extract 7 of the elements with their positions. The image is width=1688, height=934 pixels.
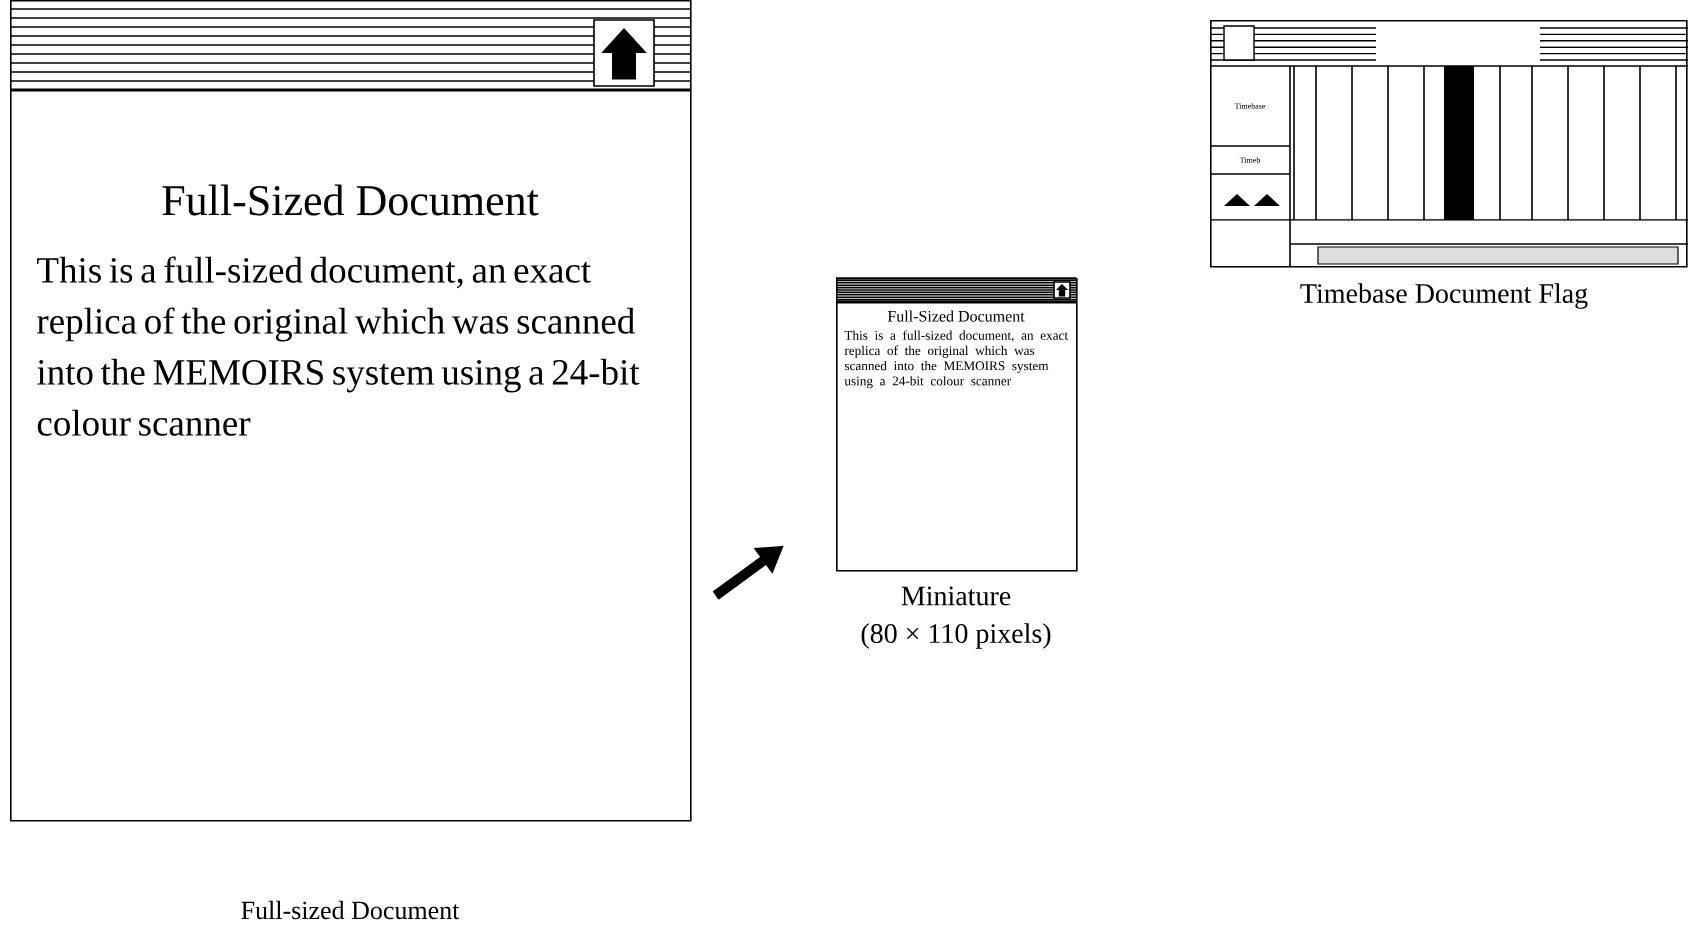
document-title: Full-Sized Document [887, 310, 1025, 322]
node-label: Miniature [901, 586, 1011, 606]
node-label: (80 × 110 pixels) [861, 623, 1051, 649]
document-title: Full-Sized Document [162, 184, 539, 216]
document-body: This is a full-sized document, an exact replica of the original which was scanned into the MEMOIRS system using a 24-bit colour scanner [37, 256, 640, 436]
node-label: Timebase Document Flag [1300, 283, 1588, 309]
node-label: Full-sized Document [241, 900, 460, 920]
